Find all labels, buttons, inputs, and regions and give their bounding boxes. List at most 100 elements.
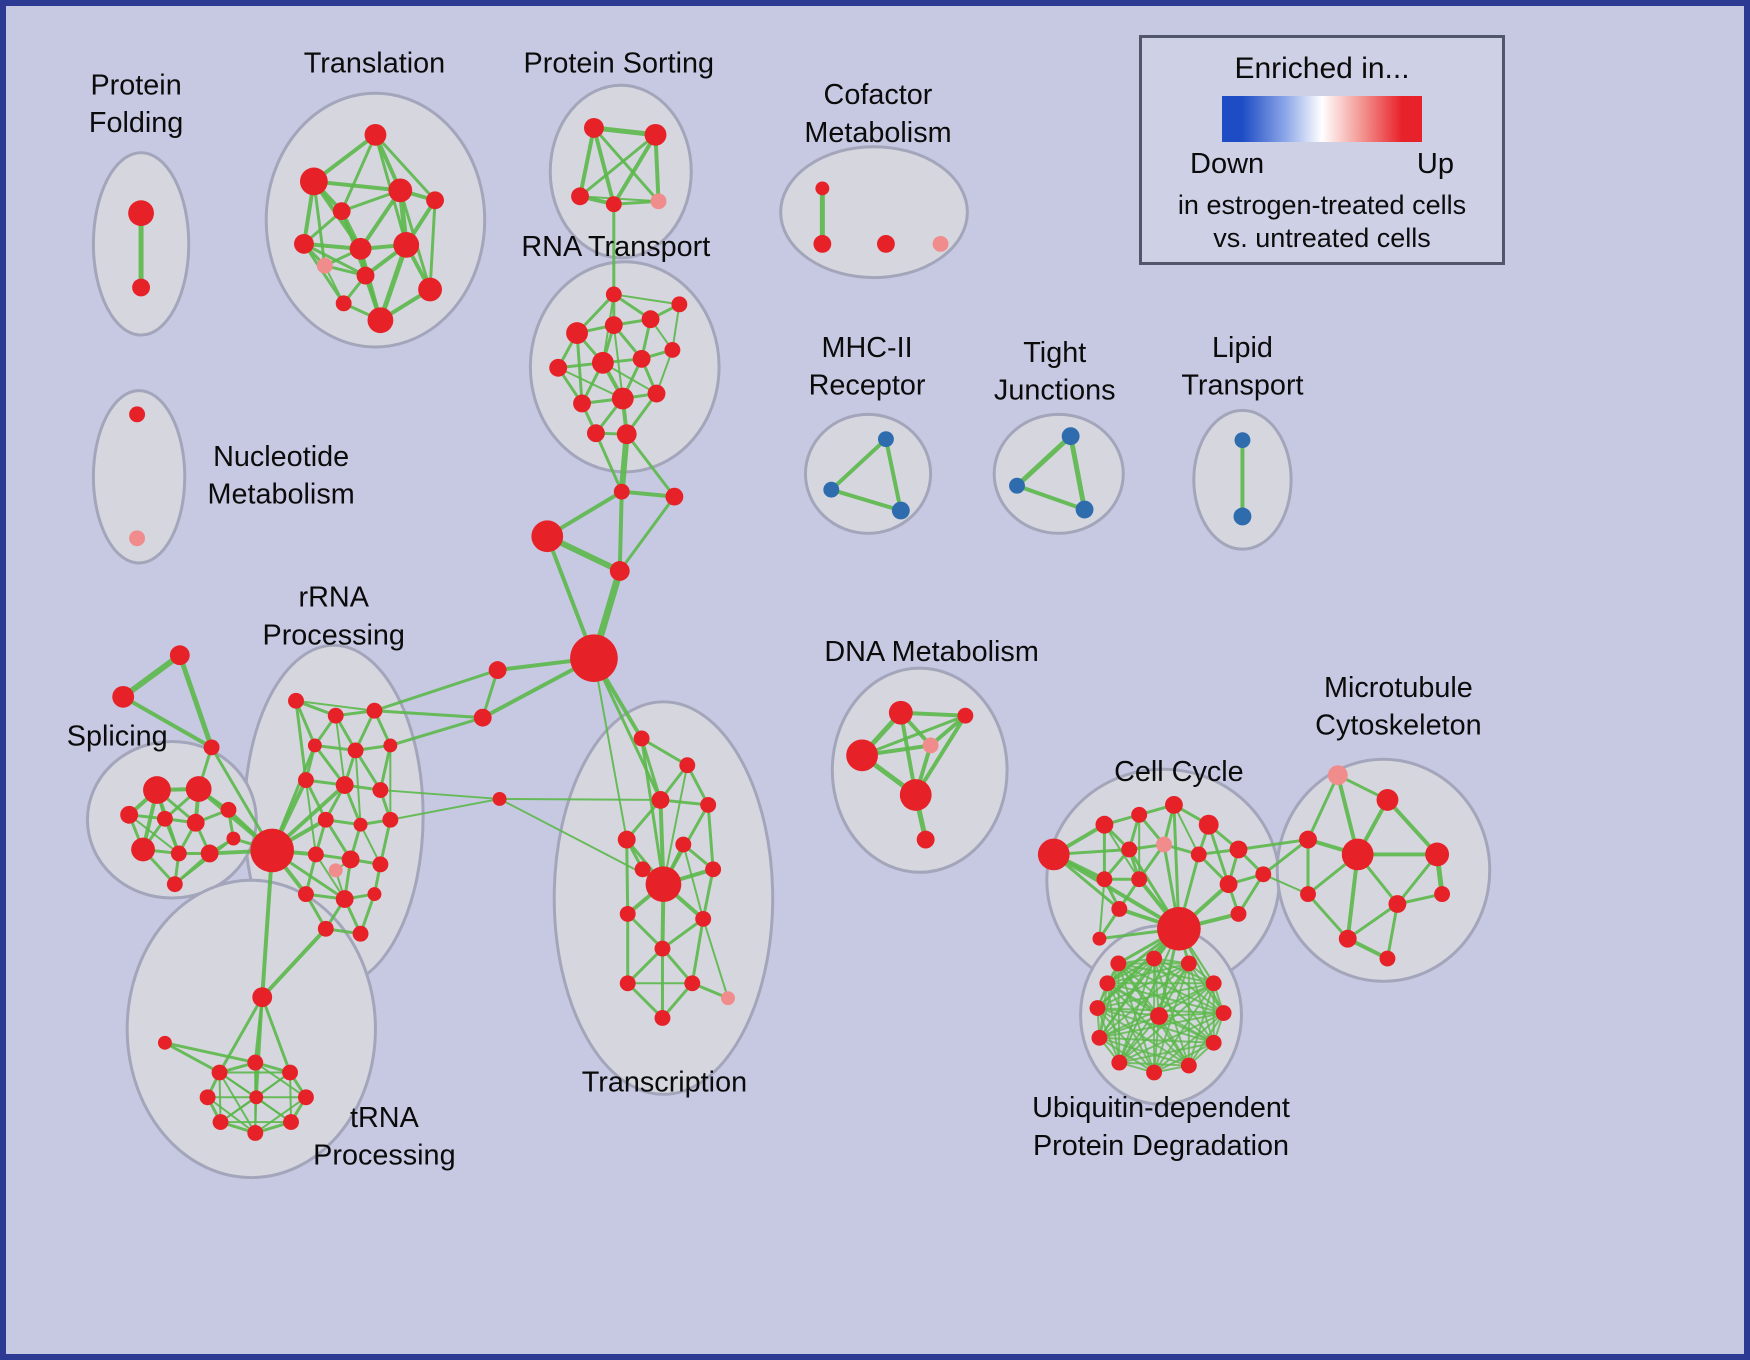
- network-node: [1219, 875, 1238, 894]
- network-node: [922, 737, 939, 754]
- network-edge: [1096, 962, 1190, 1010]
- network-edge: [578, 133, 658, 198]
- network-node: [932, 235, 949, 252]
- network-node: [645, 866, 682, 903]
- network-node: [203, 739, 220, 756]
- network-edge: [1158, 1015, 1215, 1044]
- cluster-label-rrna-processing: Processing: [263, 619, 405, 651]
- network-edge: [260, 848, 275, 1000]
- network-edge: [312, 179, 327, 268]
- network-node: [679, 757, 696, 774]
- network-node: [473, 708, 492, 727]
- network-node: [1096, 871, 1113, 888]
- network-node: [252, 987, 273, 1008]
- cluster-label-microtubule-cytoskeleton: Cytoskeleton: [1315, 710, 1481, 742]
- network-node: [616, 424, 637, 445]
- cluster-ellipse-nucleotide-metabolism: [91, 389, 187, 565]
- network-edge: [1207, 823, 1231, 886]
- network-edge: [1051, 852, 1181, 931]
- network-node: [220, 801, 237, 818]
- network-node: [364, 123, 387, 146]
- network-node: [418, 277, 442, 302]
- network-node: [297, 1089, 314, 1106]
- legend: Enriched in... Down Up in estrogen-treat…: [1139, 35, 1505, 265]
- network-edge: [498, 797, 662, 801]
- network-node: [1300, 886, 1316, 903]
- network-node: [1341, 838, 1374, 871]
- network-node: [1157, 906, 1201, 951]
- network-edge: [1262, 873, 1310, 896]
- network-node: [633, 730, 650, 747]
- network-edge: [260, 926, 328, 1000]
- network-edge: [372, 709, 485, 720]
- network-node: [332, 202, 351, 221]
- network-node: [1146, 1064, 1163, 1081]
- network-edge: [1106, 982, 1161, 1017]
- cluster-label-microtubule-cytoskeleton: Microtubule: [1324, 672, 1473, 704]
- network-edge: [1098, 957, 1156, 1039]
- network-edge: [173, 837, 235, 886]
- cluster-ellipse-tight-junctions: [992, 412, 1125, 535]
- network-edge: [1306, 773, 1340, 842]
- network-node: [957, 707, 974, 724]
- network-edge: [1158, 1012, 1225, 1017]
- network-node: [131, 837, 155, 862]
- network-node: [605, 196, 622, 213]
- network-node: [1205, 1034, 1222, 1051]
- network-node: [1190, 846, 1207, 863]
- network-node: [327, 707, 344, 724]
- network-node: [566, 322, 588, 344]
- network-node: [1131, 806, 1148, 823]
- network-edge: [592, 656, 662, 802]
- network-edge: [1172, 803, 1200, 856]
- cluster-ellipse-microtubule-cytoskeleton: [1275, 757, 1492, 983]
- network-node: [654, 1010, 671, 1026]
- network-node: [383, 738, 398, 753]
- network-node: [247, 1054, 264, 1071]
- network-node: [604, 316, 623, 335]
- network-edge: [1014, 433, 1074, 489]
- network-node: [1089, 1000, 1106, 1017]
- network-node: [1099, 975, 1116, 992]
- network-node: [1121, 841, 1138, 858]
- network-node: [1198, 814, 1219, 835]
- cluster-label-translation: Translation: [304, 48, 445, 80]
- network-node: [1009, 477, 1025, 494]
- network-node: [328, 863, 343, 878]
- network-node: [347, 742, 364, 759]
- network-edge: [626, 912, 664, 951]
- network-edge: [883, 437, 903, 513]
- network-node: [700, 796, 717, 813]
- cluster-label-rrna-processing: rRNA: [299, 582, 370, 614]
- network-edge: [1237, 838, 1310, 851]
- cluster-label-trna-processing: tRNA: [350, 1102, 420, 1134]
- network-edge: [829, 487, 903, 513]
- network-node: [143, 776, 171, 804]
- network-edge: [1096, 1007, 1156, 1074]
- network-node: [675, 836, 692, 853]
- network-node: [156, 810, 173, 827]
- network-node: [823, 481, 840, 498]
- network-edge: [1068, 433, 1088, 512]
- network-node: [1111, 1054, 1128, 1071]
- network-node: [282, 1064, 298, 1081]
- network-node: [695, 910, 712, 927]
- network-node: [888, 700, 913, 725]
- network-node: [120, 805, 139, 824]
- cluster-label-mhc-ii-receptor: Receptor: [809, 370, 926, 402]
- network-node: [1379, 950, 1396, 967]
- legend-up-label: Up: [1416, 148, 1454, 180]
- network-edge: [379, 789, 501, 800]
- network-edge: [1385, 902, 1399, 961]
- network-node: [1180, 955, 1197, 972]
- network-edge: [1106, 982, 1225, 1015]
- network-node: [1110, 955, 1127, 972]
- network-edge: [625, 838, 630, 916]
- network-node: [549, 358, 568, 377]
- network-edge: [334, 714, 346, 787]
- network-node: [352, 925, 369, 942]
- network-edge: [618, 495, 676, 573]
- network-node: [1095, 815, 1114, 834]
- network-edge: [377, 242, 409, 323]
- cluster-label-protein-folding: Folding: [89, 107, 183, 139]
